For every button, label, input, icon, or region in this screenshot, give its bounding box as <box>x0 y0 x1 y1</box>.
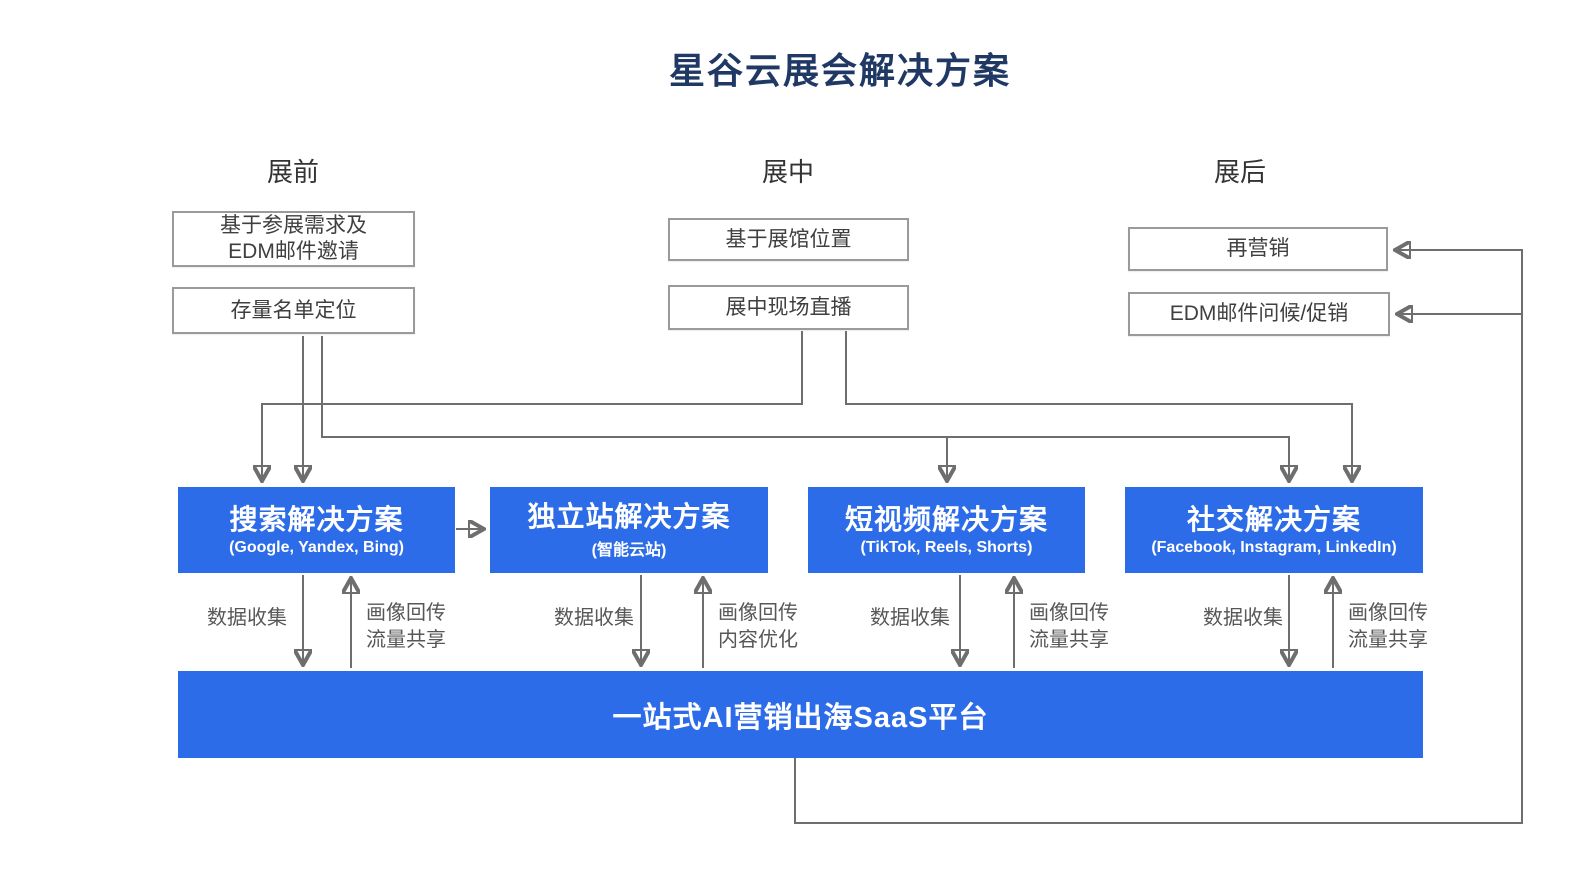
stage-header-pre-show: 展前 <box>266 157 319 187</box>
connector-live-to-search <box>262 331 803 479</box>
flow-down-label-1: 数据收集 <box>207 607 287 629</box>
flow-up-label-4: 画像回传 流量共享 <box>1348 602 1428 651</box>
flow-up-label-1: 画像回传 流量共享 <box>366 602 446 651</box>
connector-list-to-social <box>321 336 1289 479</box>
solution-social: 社交解决方案 (Facebook, Instagram, LinkedIn) <box>1125 487 1423 573</box>
box-existing-list: 存量名单定位 <box>172 287 415 334</box>
page-title: 星谷云展会解决方案 <box>668 50 1011 91</box>
solution-search-platforms: (Google, Yandex, Bing) <box>229 539 404 556</box>
flow-down-label-2: 数据收集 <box>554 607 634 629</box>
flow-down-label-3: 数据收集 <box>870 607 950 629</box>
box-edm-greeting: EDM邮件问候/促销 <box>1128 292 1390 336</box>
solution-website-platforms: (智能云站) <box>591 542 667 559</box>
solution-search-title: 搜索解决方案 <box>229 504 404 535</box>
stage-header-mid-show: 展中 <box>761 157 814 187</box>
solution-website: 独立站解决方案 (智能云站) <box>490 487 768 573</box>
solution-social-platforms: (Facebook, Instagram, LinkedIn) <box>1151 539 1397 556</box>
connector-live-to-social <box>845 331 1352 479</box>
box-edm-invitation: 基于参展需求及 EDM邮件邀请 <box>172 211 415 267</box>
solution-website-title: 独立站解决方案 <box>527 501 731 532</box>
solution-short-video: 短视频解决方案 (TikTok, Reels, Shorts) <box>808 487 1085 573</box>
box-venue-location: 基于展馆位置 <box>668 218 909 261</box>
stage-header-post-show: 展后 <box>1213 157 1266 187</box>
solution-social-title: 社交解决方案 <box>1186 504 1361 535</box>
saas-platform-bar: 一站式AI营销出海SaaS平台 <box>178 671 1423 758</box>
flow-up-label-3: 画像回传 流量共享 <box>1029 602 1109 651</box>
box-remarketing: 再营销 <box>1128 227 1388 271</box>
solution-short-video-title: 短视频解决方案 <box>844 504 1048 535</box>
box-live-streaming: 展中现场直播 <box>668 285 909 330</box>
solution-short-video-platforms: (TikTok, Reels, Shorts) <box>860 539 1033 556</box>
solution-search: 搜索解决方案 (Google, Yandex, Bing) <box>178 487 455 573</box>
flow-up-label-2: 画像回传 内容优化 <box>718 602 798 651</box>
flow-down-label-4: 数据收集 <box>1203 607 1283 629</box>
